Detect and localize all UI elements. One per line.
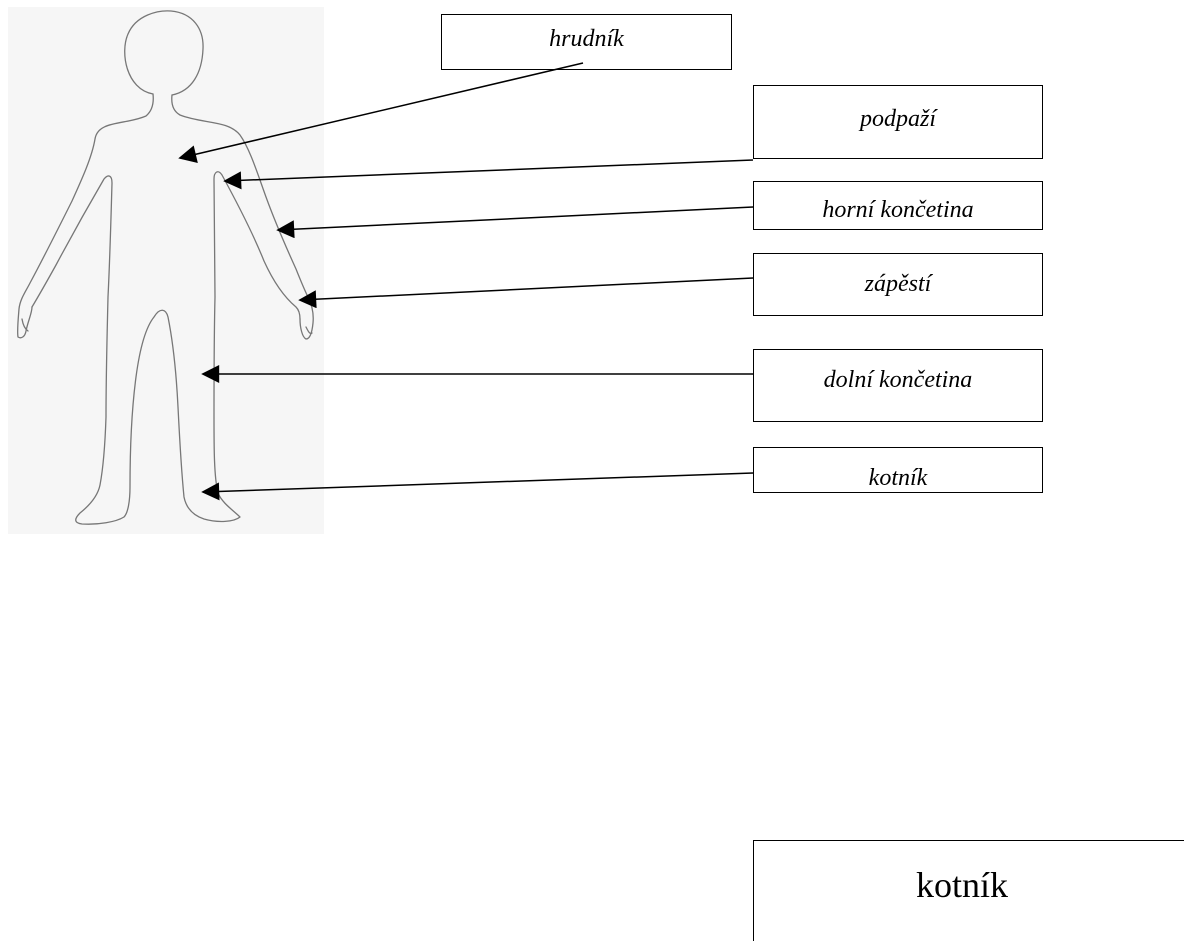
arrow-upper-limb [276, 206, 754, 239]
arrow-ankle [201, 472, 754, 501]
label-ankle: kotník [868, 465, 928, 491]
body-outline-drawing [16, 10, 314, 525]
label-lower-limb: dolní končetina [823, 367, 973, 393]
answer-box: kotník [753, 840, 1184, 941]
label-box-armpit: podpaží [753, 85, 1043, 159]
label-box-lower-limb: dolní končetina [753, 349, 1043, 422]
answer-box-text: kotník [916, 865, 1009, 905]
arrow-chest [178, 62, 584, 164]
label-box-chest: hrudník [441, 14, 732, 70]
label-box-ankle: kotník [753, 447, 1043, 493]
label-armpit: podpaží [859, 106, 936, 132]
arrow-wrist [298, 277, 754, 309]
arrow-armpit [223, 159, 754, 190]
body-outline-figure [8, 7, 324, 534]
label-upper-limb: horní končetina [822, 197, 974, 223]
label-box-upper-limb: horní končetina [753, 181, 1043, 230]
label-chest: hrudník [549, 26, 624, 52]
label-box-wrist: zápěstí [753, 253, 1043, 316]
label-wrist: zápěstí [864, 271, 932, 297]
